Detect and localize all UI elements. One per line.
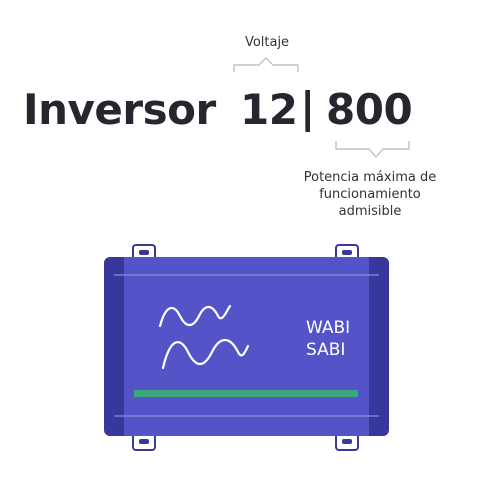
device-brand-line2: SABI — [306, 340, 345, 360]
sine-wave-icon — [161, 338, 250, 370]
voltage-annotation: Voltaje — [244, 35, 290, 50]
headline-separator: | — [300, 83, 315, 132]
accent-stripe — [134, 390, 358, 397]
headline-power: 800 — [326, 85, 413, 134]
device-brand-line1: WABI — [306, 318, 350, 338]
power-annotation: Potencia máxima de funcionamiento admisi… — [275, 169, 465, 220]
power-bracket — [335, 141, 410, 158]
power-annotation-line2: funcionamiento — [319, 187, 421, 202]
voltage-bracket — [233, 57, 299, 72]
sine-wave-icon — [158, 304, 232, 328]
power-annotation-line3: admisible — [338, 204, 402, 219]
headline-title: Inversor — [23, 85, 216, 134]
power-annotation-line1: Potencia máxima de — [303, 170, 437, 185]
headline-voltage: 12 — [240, 85, 298, 134]
inverter-device: WABI SABI — [104, 257, 389, 436]
